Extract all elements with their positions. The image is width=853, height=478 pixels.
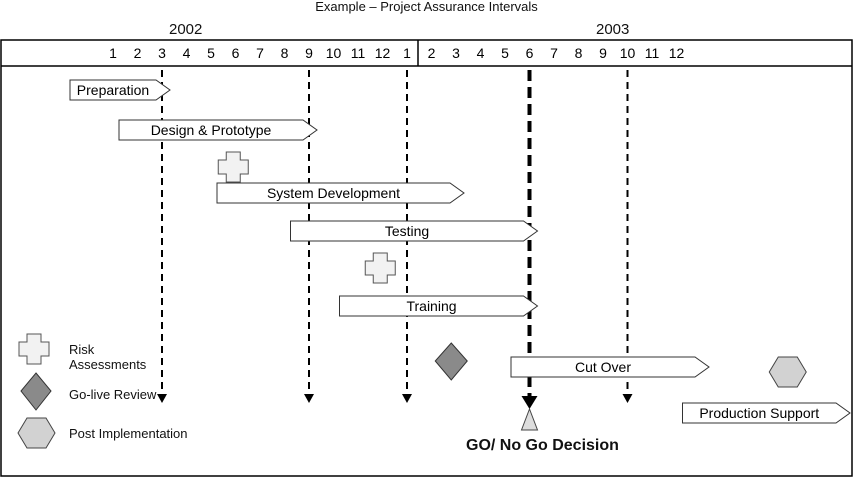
review-line-arrowhead [304, 394, 314, 403]
month-label: 1 [109, 45, 117, 61]
diamond-icon [20, 372, 52, 411]
month-label: 8 [575, 45, 583, 61]
diagram-title: Example – Project Assurance Intervals [315, 0, 538, 14]
month-label: 9 [305, 45, 313, 61]
task-arrow [339, 295, 539, 317]
month-label: 5 [501, 45, 509, 61]
risk-assessment-marker [364, 252, 396, 284]
risk-assessment-marker [217, 151, 249, 183]
hexagon-icon [17, 417, 56, 449]
year-label-2002: 2002 [169, 21, 203, 38]
go-no-go-label: GO/ No Go Decision [466, 437, 619, 454]
month-label: 11 [645, 45, 660, 61]
month-label: 7 [256, 45, 264, 61]
month-label: 10 [620, 45, 636, 61]
task-label: Design & Prototype [151, 122, 272, 138]
month-label: 4 [183, 45, 191, 61]
month-label: 7 [550, 45, 558, 61]
task-arrow [118, 119, 318, 141]
month-label: 3 [452, 45, 460, 61]
legend-post-implementation: Post Implementation [69, 426, 188, 441]
task-label: Cut Over [575, 359, 631, 375]
task-label: System Development [267, 185, 400, 201]
year-label-2003: 2003 [596, 21, 630, 38]
month-label: 10 [326, 45, 342, 61]
task-arrow [510, 356, 710, 378]
golive-review-marker [434, 342, 468, 381]
month-label: 8 [281, 45, 289, 61]
month-label: 5 [207, 45, 215, 61]
month-label: 12 [669, 45, 685, 61]
legend-golive-review: Go-live Review [69, 387, 157, 402]
task-label: Training [406, 298, 456, 314]
task-label: Preparation [77, 82, 149, 98]
legend-risk-assessments: Risk Assessments [69, 342, 147, 372]
month-label: 1 [403, 45, 411, 61]
go-no-go-arrowhead [521, 396, 538, 409]
month-label: 2 [134, 45, 142, 61]
review-line-arrowhead [157, 394, 167, 403]
task-arrow [216, 182, 465, 204]
month-label: 3 [158, 45, 166, 61]
month-label: 9 [599, 45, 607, 61]
diagram-frame [0, 39, 853, 477]
month-label: 2 [428, 45, 436, 61]
cross-icon [18, 333, 50, 365]
month-label: 11 [351, 45, 366, 61]
month-label: 6 [232, 45, 240, 61]
task-label: Testing [385, 223, 429, 239]
review-line-arrowhead [402, 394, 412, 403]
milestone-markers [217, 151, 807, 388]
task-arrow [290, 220, 539, 242]
legend-icons [17, 333, 56, 449]
month-label: 12 [375, 45, 391, 61]
task-arrow [682, 402, 851, 424]
task-arrow [69, 79, 171, 101]
review-line-arrowhead [622, 394, 633, 403]
month-label: 4 [477, 45, 485, 61]
month-label: 6 [526, 45, 534, 61]
go-no-go-triangle [520, 407, 539, 431]
post-implementation-marker [768, 356, 807, 388]
task-label: Production Support [699, 405, 819, 421]
